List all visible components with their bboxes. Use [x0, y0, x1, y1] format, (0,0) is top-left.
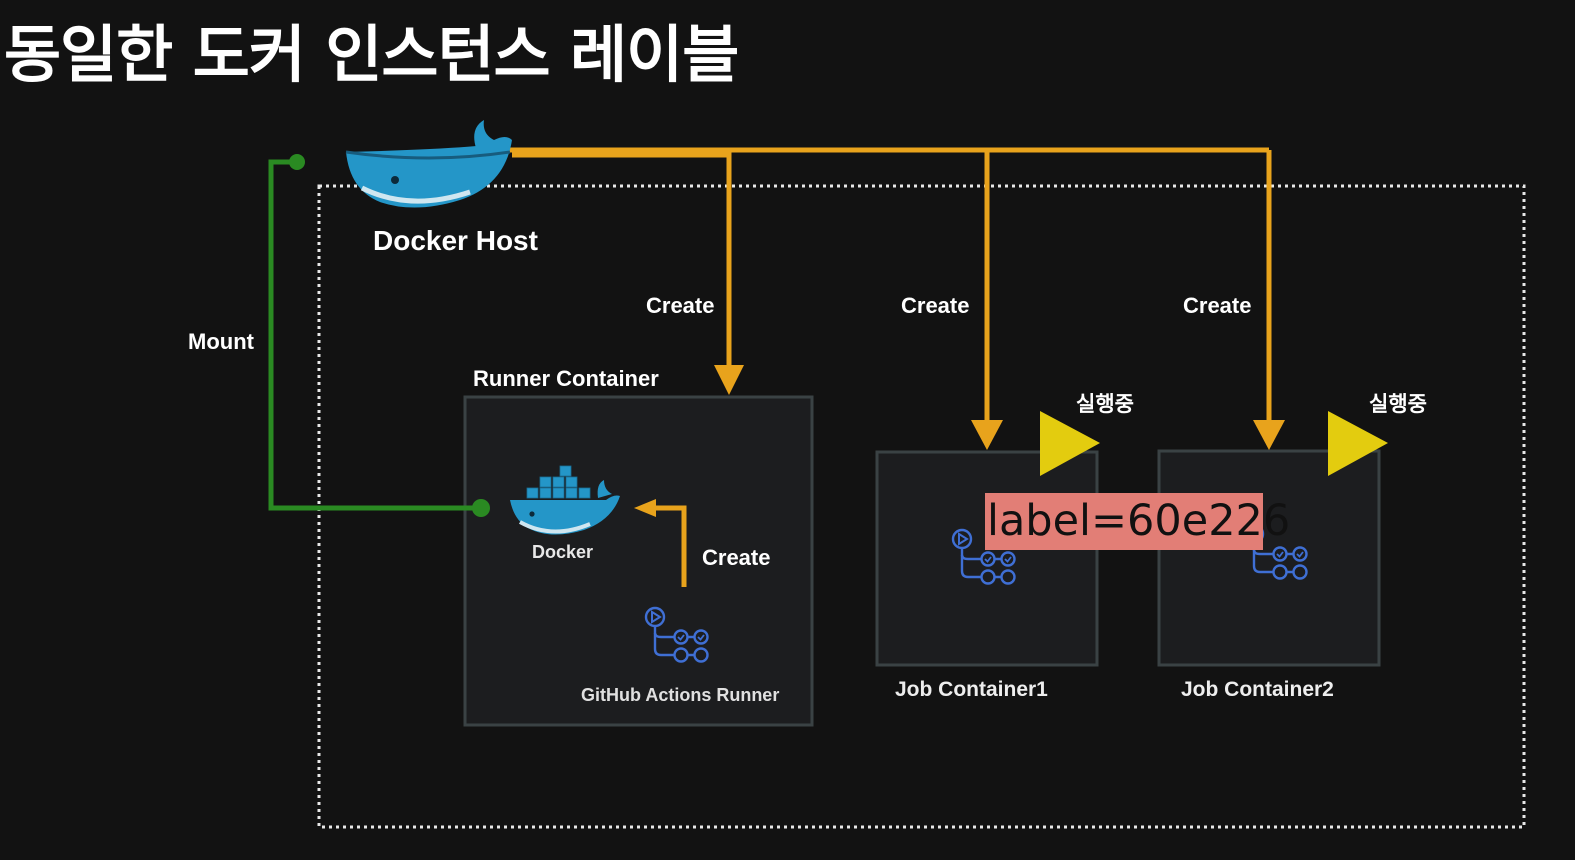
play-icon-job1 — [1040, 411, 1100, 476]
runner-container-label: Runner Container — [473, 366, 659, 391]
play-icon-job2 — [1328, 411, 1388, 476]
create-label-docker: Create — [702, 545, 771, 570]
running-status-job1: 실행중 — [1076, 392, 1134, 416]
create-arrowhead-runner — [714, 365, 744, 395]
job-container2-box — [1157, 449, 1381, 667]
docker-host-label: Docker Host — [373, 225, 538, 256]
create-arrowhead-job2 — [1253, 420, 1285, 450]
create-arrowhead-job1 — [971, 420, 1003, 450]
mount-line — [268, 154, 490, 517]
create-label-job2: Create — [1183, 293, 1252, 318]
job-container2-label: Job Container2 — [1181, 678, 1334, 701]
docker-icon — [510, 465, 620, 535]
mount-label: Mount — [188, 329, 254, 354]
job-container1-label: Job Container1 — [895, 678, 1048, 701]
docker-whale-icon — [345, 120, 512, 208]
github-actions-runner-label: GitHub Actions Runner — [581, 685, 780, 705]
page-title: 동일한 도커 인스턴스 레이블 — [4, 18, 739, 91]
running-status-job2: 실행중 — [1369, 392, 1427, 416]
create-arrows — [458, 147, 1272, 587]
instance-label-tag: label=60e226 — [985, 493, 1290, 550]
runner-container-box — [463, 395, 814, 727]
create-label-runner: Create — [646, 293, 715, 318]
docker-host-boundary — [317, 184, 1526, 829]
create-label-job1: Create — [901, 293, 970, 318]
job-container1-box — [875, 450, 1099, 667]
create-arrowhead-docker — [634, 499, 656, 517]
docker-label: Docker — [532, 542, 594, 562]
